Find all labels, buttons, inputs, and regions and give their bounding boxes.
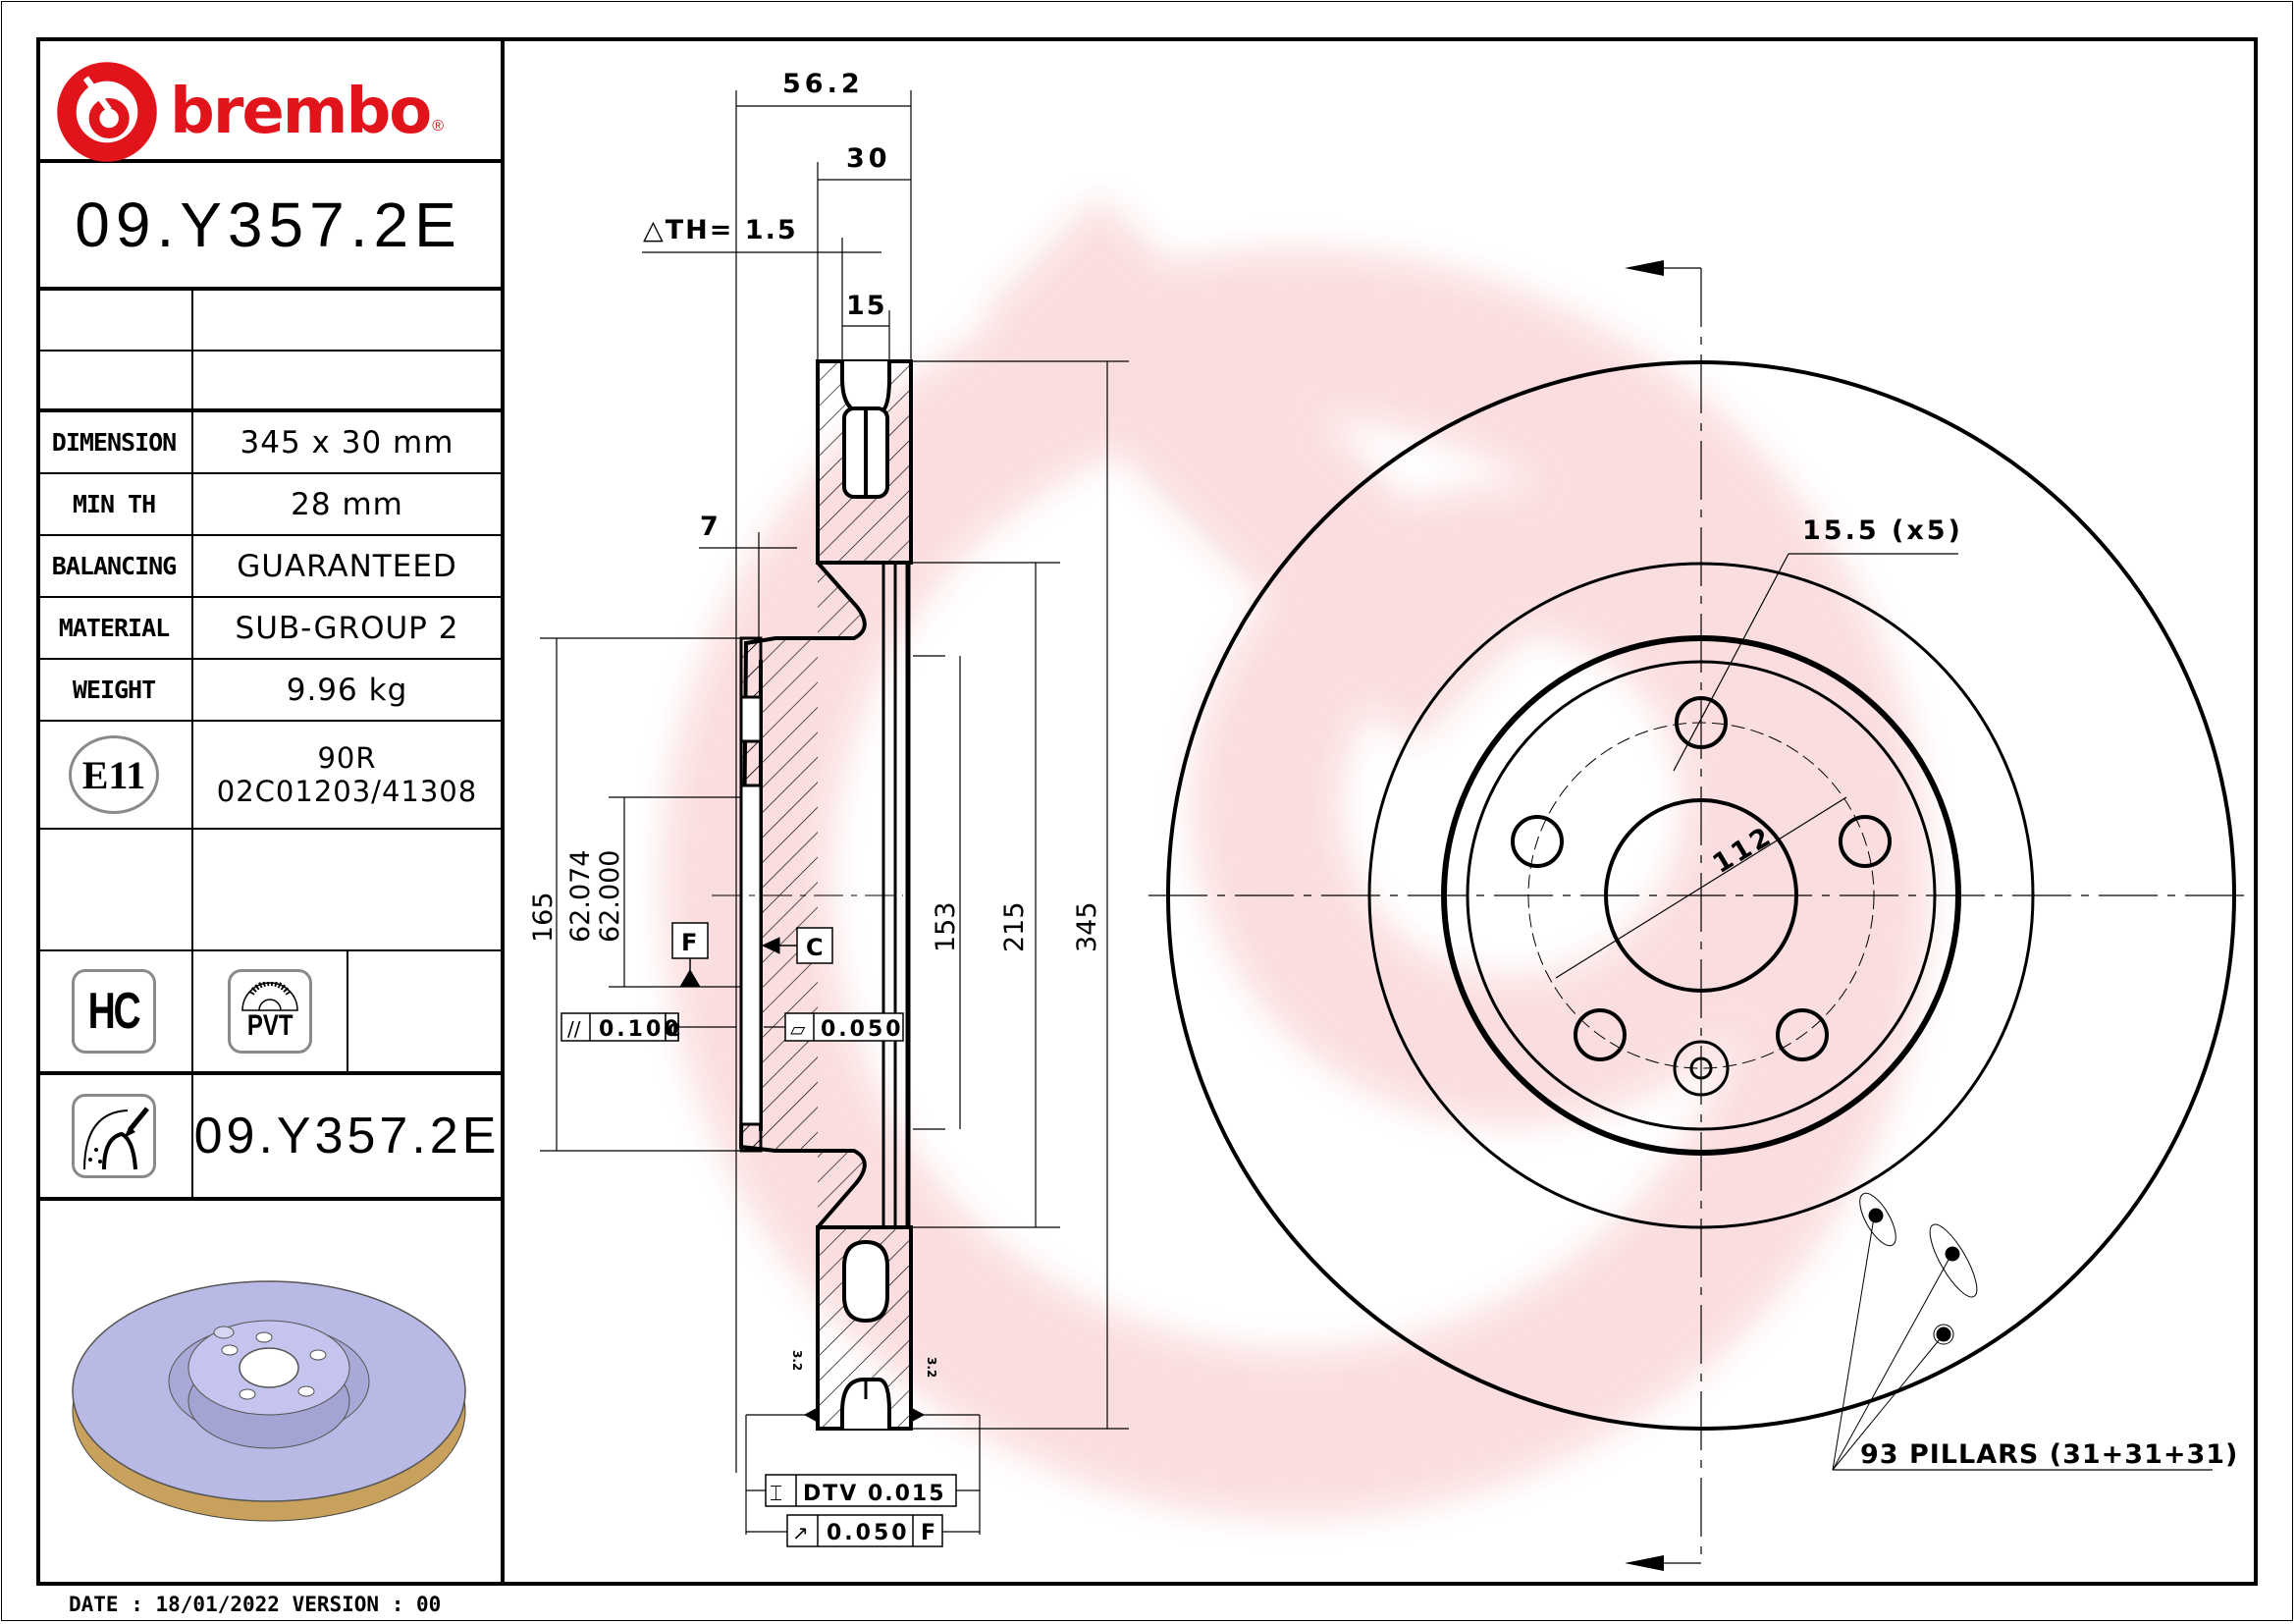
dim-56-2: 56.2 [782, 69, 864, 99]
homologation-row: E11 90R 02C01203/41308 [36, 722, 501, 830]
e11-mark-icon: E11 [69, 735, 159, 814]
hc-badge-text: HC [88, 983, 141, 1040]
blank-row-2 [36, 352, 501, 412]
spec-value: SUB-GROUP 2 [235, 610, 459, 646]
painting-row: 09.Y357.2E [36, 1075, 501, 1201]
runout-symbol: ↗ [792, 1521, 809, 1544]
spec-label: MATERIAL [58, 614, 170, 642]
brand-name: brembo [170, 76, 432, 148]
dia-165: 165 [528, 892, 559, 943]
spec-label: MIN TH [72, 490, 156, 518]
dia-215: 215 [999, 901, 1030, 952]
runout-value: 0.050 [827, 1521, 910, 1545]
dtv-value: DTV 0.015 [803, 1482, 946, 1506]
parallelism-symbol: // [567, 1017, 581, 1041]
blank-row-1 [36, 291, 501, 352]
runout-datum: F [921, 1521, 935, 1545]
roughness-right: 3.2 [925, 1357, 938, 1378]
brembo-logo-icon [57, 62, 157, 162]
flatness-value: 0.050 [821, 1017, 904, 1042]
spec-value: 9.96 kg [286, 672, 408, 708]
dim-15: 15 [846, 291, 887, 321]
datum-c: C [806, 934, 824, 961]
homologation-line1: 90R [317, 741, 377, 775]
brembo-logo: brembo ® [54, 59, 444, 165]
badges-row: HC PVT [36, 951, 501, 1075]
part-number: 09.Y357.2E [75, 189, 462, 260]
spec-value: 28 mm [291, 486, 403, 522]
spec-row-dimension: DIMENSION 345 x 30 mm [36, 412, 501, 474]
delta-th: △TH= 1.5 [643, 215, 798, 245]
dia-153: 153 [931, 901, 961, 952]
datum-f: F [681, 929, 697, 956]
front-view [1148, 260, 2248, 1571]
pillars-label: 93 PILLARS (31+31+31) [1860, 1439, 2238, 1470]
disc-3d-render-image [71, 1280, 466, 1522]
footer-date-version: DATE : 18/01/2022 VERSION : 00 [69, 1593, 442, 1616]
roughness-left: 3.2 [790, 1350, 804, 1371]
spec-value: GUARANTEED [237, 548, 457, 584]
section-labels: 56.2 30 △TH= 1.5 15 7 165 62.074 62.000 … [528, 69, 1102, 1545]
hc-badge-icon: HC [72, 969, 156, 1054]
homologation-line2: 02C01203/41308 [216, 775, 478, 808]
dia-345: 345 [1072, 901, 1102, 952]
parallelism-datum: C [667, 1020, 680, 1041]
dia-62-074: 62.074 [565, 850, 596, 943]
spec-label: BALANCING [51, 552, 177, 580]
spec-row-min-th: MIN TH 28 mm [36, 474, 501, 536]
part-number-row: 09.Y357.2E [36, 163, 501, 291]
vented-disc-icon [241, 982, 298, 1011]
painting-part-number: 09.Y357.2E [193, 1108, 501, 1164]
bolt-hole-label: 15.5 (x5) [1802, 515, 1963, 546]
e11-text: E11 [81, 752, 146, 797]
drawing-frame [36, 37, 2258, 1586]
dia-62-000: 62.000 [595, 850, 625, 943]
spec-label: DIMENSION [51, 428, 177, 457]
flatness-symbol: ▱ [790, 1017, 806, 1041]
spec-row-material: MATERIAL SUB-GROUP 2 [36, 598, 501, 660]
spec-row-balancing: BALANCING GUARANTEED [36, 536, 501, 598]
painted-disc-icon [72, 1094, 156, 1178]
brand-row: brembo ® [36, 37, 501, 163]
pvt-badge-icon: PVT [228, 969, 312, 1054]
parallelism-value: 0.100 [599, 1017, 682, 1042]
dtv-symbol: ⌶ [770, 1482, 782, 1506]
spec-label: WEIGHT [72, 676, 156, 704]
title-block: brembo ® 09.Y357.2E DIMENSION 345 x 30 m… [36, 37, 505, 1586]
brembo-watermark [663, 195, 1929, 1517]
dim-7: 7 [700, 512, 719, 542]
disc-render [36, 1201, 501, 1582]
spec-row-weight: WEIGHT 9.96 kg [36, 660, 501, 722]
spec-value: 345 x 30 mm [240, 424, 454, 460]
section-view [540, 90, 1129, 1547]
dim-30: 30 [846, 143, 891, 174]
blank-row-3 [36, 830, 501, 951]
pvt-badge-text: PVT [246, 1009, 294, 1042]
registered-mark: ® [432, 118, 445, 135]
